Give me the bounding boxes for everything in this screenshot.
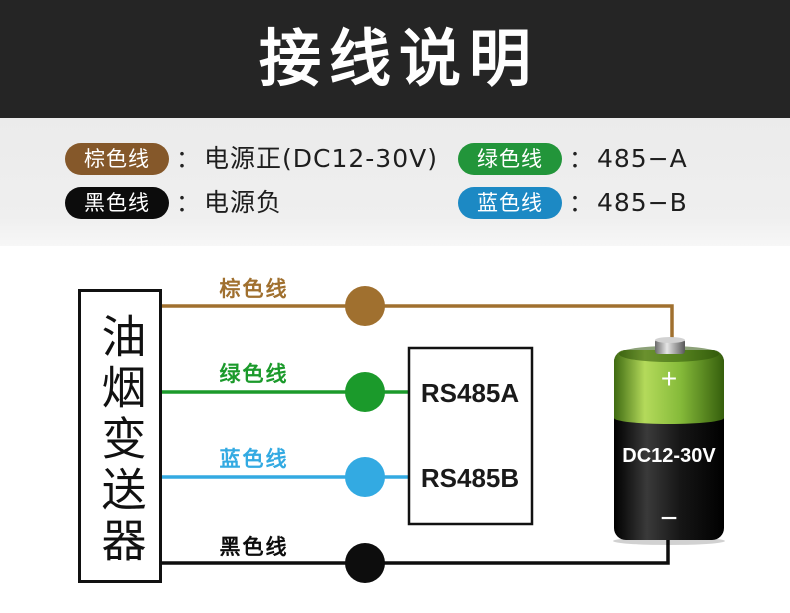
battery-cap-top bbox=[655, 337, 685, 343]
green-wire-badge: 绿色线 bbox=[458, 143, 562, 175]
black-wire bbox=[162, 536, 670, 565]
legend-separator: ： bbox=[176, 145, 200, 173]
legend-separator: ： bbox=[569, 189, 593, 217]
brown-wire bbox=[162, 304, 674, 342]
blue-wire-label: 蓝色线 bbox=[220, 447, 289, 471]
header-bar: 接线说明 bbox=[0, 0, 790, 118]
black-wire-badge: 黑色线 bbox=[65, 187, 169, 219]
battery-cap bbox=[655, 339, 685, 354]
page-title: 接线说明 bbox=[258, 22, 539, 95]
wiring-diagram: 棕色线 绿色线 蓝色线 黑色线 RS485A RS485B + DC1 bbox=[162, 277, 725, 583]
battery-minus-sign: − bbox=[660, 502, 678, 535]
legend-separator: ： bbox=[176, 189, 200, 217]
brown-wire-label: 棕色线 bbox=[220, 277, 289, 301]
blue-wire-terminal bbox=[345, 457, 385, 497]
blue-wire-badge: 蓝色线 bbox=[458, 187, 562, 219]
legend-separator: ： bbox=[569, 145, 593, 173]
battery-band-edge bbox=[614, 412, 724, 424]
brown-wire-description: 电源正(DC12-30V) bbox=[204, 144, 438, 173]
black-wire-label: 黑色线 bbox=[220, 535, 289, 559]
green-wire-description: 485−A bbox=[597, 144, 688, 173]
transmitter-label: 油烟变送器 bbox=[93, 312, 147, 568]
black-wire-terminal bbox=[345, 543, 385, 583]
brown-wire-terminal bbox=[345, 286, 385, 326]
battery-voltage-label: DC12-30V bbox=[622, 445, 716, 467]
brown-wire-badge: 棕色线 bbox=[65, 143, 169, 175]
legend-panel: 棕色线 ： 电源正(DC12-30V) 绿色线 ： 485−A 黑色线 ： 电源… bbox=[0, 118, 790, 246]
blue-wire-description: 485−B bbox=[597, 188, 688, 217]
rs485a-port-label: RS485A bbox=[421, 378, 519, 408]
black-wire-description: 电源负 bbox=[204, 188, 283, 217]
green-wire-terminal bbox=[345, 372, 385, 412]
rs485-module: RS485A RS485B bbox=[407, 346, 534, 526]
transmitter-box: 油烟变送器 bbox=[78, 289, 162, 583]
battery: + DC12-30V − bbox=[613, 337, 725, 545]
rs485b-port-label: RS485B bbox=[421, 463, 519, 493]
battery-plus-sign: + bbox=[661, 363, 677, 394]
rs485-module-box bbox=[407, 346, 534, 526]
green-wire-label: 绿色线 bbox=[220, 362, 289, 386]
